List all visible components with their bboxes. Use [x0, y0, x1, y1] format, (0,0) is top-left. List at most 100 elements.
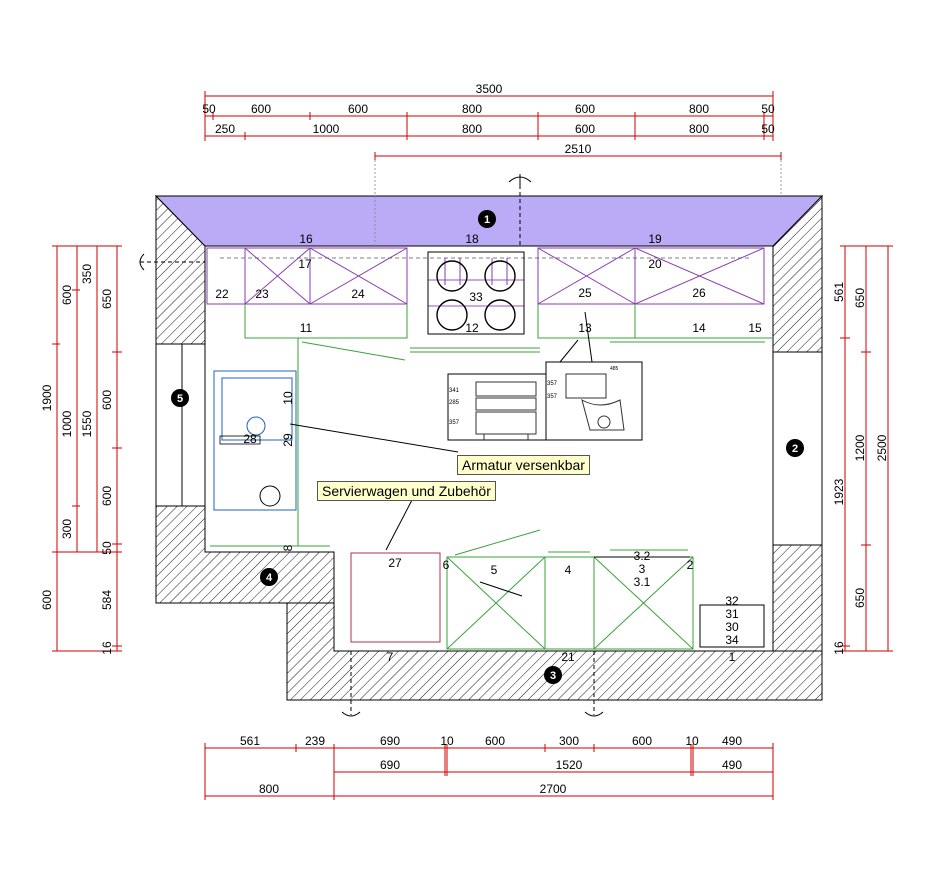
wall-marker-label: 5	[177, 393, 183, 405]
cabinet-number: 28	[243, 432, 257, 446]
dimension-label: 2500	[875, 434, 889, 461]
cabinet-number: 10	[281, 391, 295, 405]
cabinet-number: 30	[725, 620, 739, 634]
lower-cabinets	[210, 304, 772, 650]
detail-label: 357	[547, 381, 558, 387]
dimension-label: 800	[689, 102, 709, 116]
cabinet-number: 26	[692, 286, 706, 300]
dimension-label: 50	[100, 541, 114, 555]
dimension-label: 650	[100, 289, 114, 309]
cabinet-number: 2	[687, 558, 694, 572]
dimension-label: 600	[40, 590, 54, 610]
detail-label: 285	[449, 400, 460, 406]
dimension-label: 1923	[832, 478, 846, 505]
dimensions-left	[52, 245, 122, 652]
dimension-label: 50	[761, 102, 775, 116]
cabinet-number: 23	[255, 287, 269, 301]
dimension-label: 1520	[556, 758, 583, 772]
dimension-label: 584	[100, 590, 114, 610]
cabinet-number: 22	[215, 287, 229, 301]
cabinet-number: 4	[565, 563, 572, 577]
dimension-label: 490	[722, 734, 742, 748]
cabinet-number: 27	[388, 556, 402, 570]
cabinet-number: 3.2	[634, 549, 651, 563]
cabinet-number: 21	[561, 650, 575, 664]
dimension-label: 10	[685, 734, 699, 748]
dimension-label: 600	[100, 390, 114, 410]
dimension-label: 50	[761, 122, 775, 136]
dimension-label: 561	[832, 282, 846, 302]
cabinet-number: 31	[725, 607, 739, 621]
cabinet-number: 18	[465, 232, 479, 246]
cabinet-numbers: 16 17 18 19 20 22 23 24 25 26 33 11 12 1…	[215, 232, 762, 664]
cabinet-number: 3	[639, 562, 646, 576]
cabinet-number: 33	[469, 290, 483, 304]
dimension-label: 16	[100, 641, 114, 655]
callout-armatur: Armatur versenkbar	[457, 455, 590, 475]
section-markers	[139, 174, 604, 717]
dimensions-right	[840, 245, 893, 652]
walls	[154, 194, 824, 701]
dimension-label: 1550	[80, 410, 94, 437]
dimension-label: 800	[259, 782, 279, 796]
cabinet-number: 8	[281, 544, 295, 551]
dimension-label: 239	[305, 734, 325, 748]
cabinet-number: 16	[299, 232, 313, 246]
detail-label: 357	[547, 394, 558, 400]
dimension-label: 561	[240, 734, 260, 748]
wall-marker-label: 2	[792, 443, 798, 455]
cabinet-number: 32	[725, 594, 739, 608]
upper-cabinets	[206, 247, 765, 307]
dimension-label: 1900	[40, 384, 54, 411]
dimension-label: 600	[485, 734, 505, 748]
cabinet-number: 34	[725, 633, 739, 647]
cabinet-number: 12	[465, 321, 479, 335]
dimension-label: 1000	[313, 122, 340, 136]
dimension-label: 300	[60, 519, 74, 539]
cabinet-number: 17	[298, 257, 312, 271]
cabinet-number: 24	[351, 287, 365, 301]
dimension-label: 690	[380, 758, 400, 772]
wall-marker-label: 1	[484, 214, 490, 226]
wall-marker-label: 4	[266, 572, 273, 584]
cabinet-number: 1	[729, 650, 736, 664]
hob	[427, 251, 525, 335]
dimension-label: 800	[689, 122, 709, 136]
serving-cart	[350, 552, 441, 643]
dimension-label: 350	[80, 264, 94, 284]
cabinet-number: 7	[387, 650, 394, 664]
dimension-label: 3500	[476, 82, 503, 96]
dimension-label: 600	[251, 102, 271, 116]
dimension-label: 800	[462, 102, 482, 116]
wall-right-lower	[772, 544, 823, 652]
cabinet-number: 13	[578, 321, 592, 335]
cabinet-number: 11	[300, 321, 313, 335]
leader-lines	[289, 311, 593, 597]
dimension-label: 690	[380, 734, 400, 748]
dimension-label: 2700	[540, 782, 567, 796]
dimension-label: 10	[440, 734, 454, 748]
dimension-label: 1200	[853, 434, 867, 461]
window-left	[155, 343, 206, 507]
cabinet-number: 20	[648, 257, 662, 271]
dimension-label: 2510	[565, 142, 592, 156]
dimension-label: 300	[559, 734, 579, 748]
cabinet-number: 15	[748, 321, 762, 335]
sink	[213, 370, 297, 511]
dimension-label: 600	[632, 734, 652, 748]
dimension-label: 600	[575, 122, 595, 136]
cabinet-number: 19	[648, 232, 662, 246]
detail-corner-picture	[545, 361, 643, 441]
dimension-label: 490	[722, 758, 742, 772]
dimensions-top	[204, 91, 782, 160]
cabinet-number: 3.1	[634, 575, 651, 589]
dimension-label: 600	[348, 102, 368, 116]
cabinet-number: 5	[491, 563, 498, 577]
dimension-label: 1000	[60, 410, 74, 437]
cabinet-number: 6	[443, 558, 450, 572]
cabinet-number: 29	[281, 433, 295, 447]
detail-label: 485	[610, 366, 619, 372]
dimension-label: 600	[575, 102, 595, 116]
wall-marker-label: 3	[550, 670, 556, 682]
